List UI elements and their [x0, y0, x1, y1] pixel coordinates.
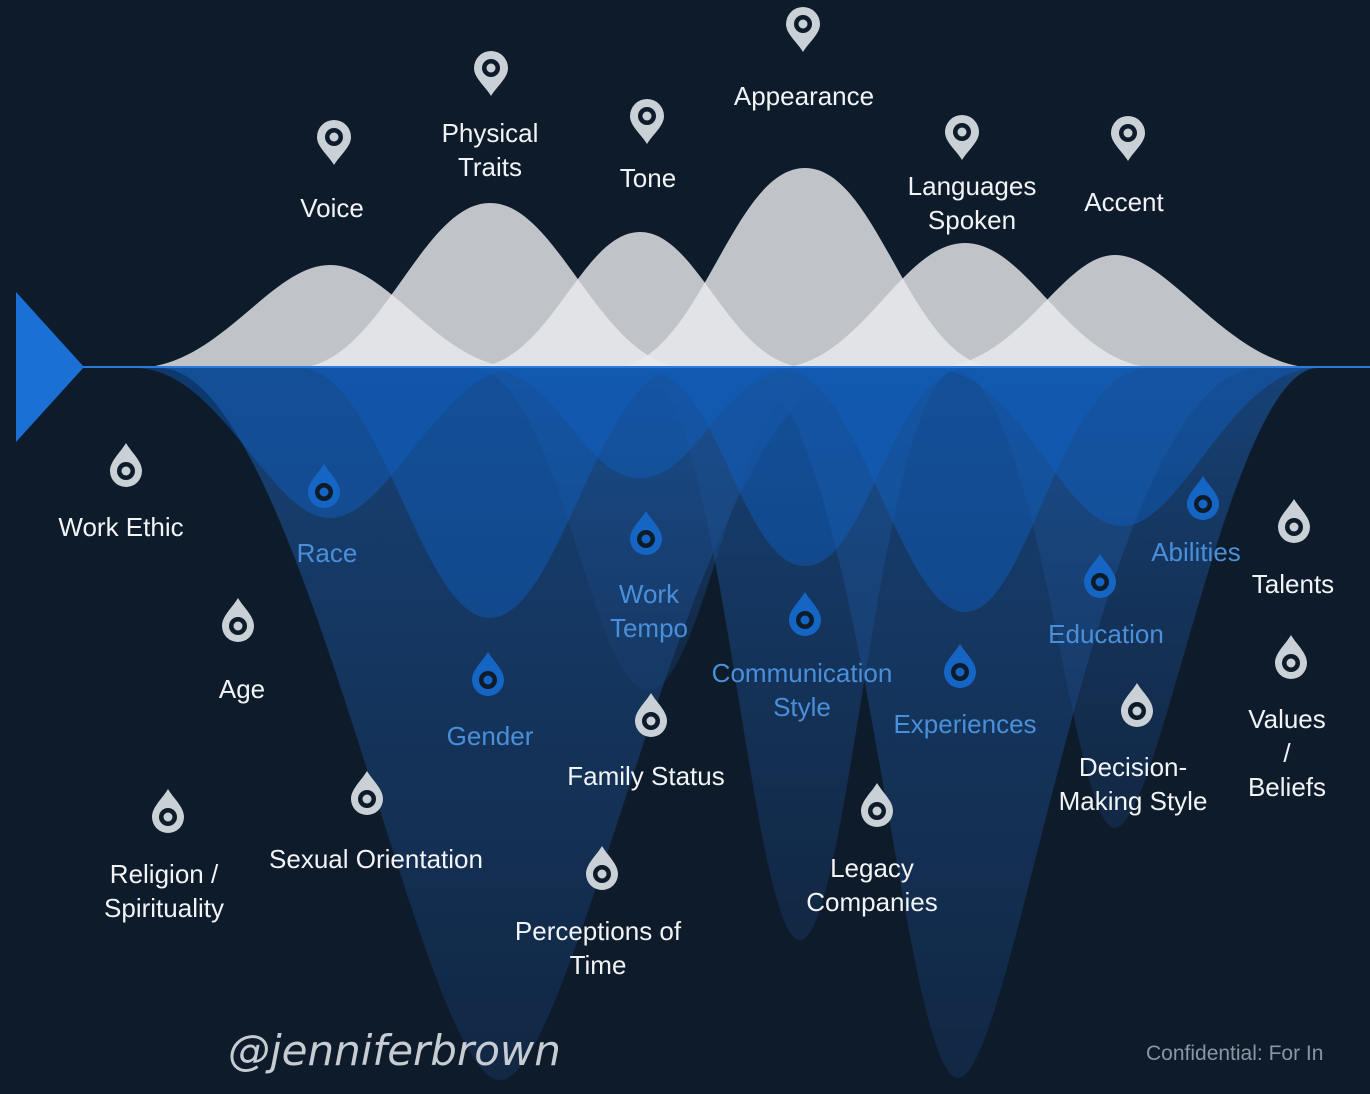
sexual-orientation-label: Sexual Orientation [269, 844, 483, 874]
race-drop-icon [308, 464, 340, 508]
languages-spoken-label: Languages Spoken [907, 171, 1037, 235]
experiences-label: Experiences [893, 709, 1037, 739]
confidential-footer: Confidential: For In [1146, 1042, 1324, 1065]
education-drop-icon [1084, 554, 1116, 598]
religion-label: Religion / Spirituality [104, 859, 224, 923]
perceptions-of-time-label: Perceptions of Time [514, 916, 682, 980]
experiences-drop-icon [944, 644, 976, 688]
trough-2 [300, 368, 680, 618]
work-ethic-label: Work Ethic [58, 512, 184, 542]
languages-spoken-pin-icon [945, 115, 979, 160]
trough-6 [930, 368, 1318, 526]
trough-1 [135, 368, 520, 518]
physical-traits-label: Physical Traits [441, 118, 539, 182]
voice-label: Voice [300, 193, 364, 223]
physical-traits-pin-icon [474, 51, 508, 96]
legacy-companies-label: Legacy Companies [806, 853, 938, 917]
voice-pin-icon [317, 120, 351, 165]
tone-label: Tone [619, 163, 677, 193]
age-label: Age [218, 674, 266, 704]
perceptions-of-time-drop-icon [586, 846, 618, 890]
family-status-drop-icon [635, 693, 667, 737]
age-drop-icon [222, 598, 254, 642]
values-beliefs-label: Values / Beliefs [1247, 704, 1327, 802]
legacy-companies-drop-icon [861, 783, 893, 827]
trough-3 [480, 368, 800, 478]
abilities-label: Abilities [1151, 537, 1241, 567]
gender-drop-icon [472, 652, 504, 696]
peak-6 [930, 255, 1318, 368]
talents-drop-icon [1278, 499, 1310, 543]
religion-drop-icon [152, 789, 184, 833]
accent-label: Accent [1084, 187, 1164, 217]
talents-label: Talents [1251, 569, 1335, 599]
water-troughs [135, 368, 1318, 618]
trough-4 [640, 368, 970, 566]
sexual-orientation-drop-icon [351, 771, 383, 815]
gender-label: Gender [446, 721, 534, 751]
work-tempo-label: Work Tempo [609, 579, 689, 643]
work-ethic-drop-icon [110, 443, 142, 487]
values-beliefs-drop-icon [1275, 635, 1307, 679]
decision-making-style-label: Decision- Making Style [1058, 752, 1208, 816]
accent-pin-icon [1111, 116, 1145, 161]
trough-5 [780, 368, 1150, 612]
author-handle: @jenniferbrown [228, 1026, 561, 1075]
trough-deep-5 [950, 368, 1318, 828]
abilities-drop-icon [1187, 476, 1219, 520]
decision-making-style-drop-icon [1121, 683, 1153, 727]
communication-style-label: Communication Style [711, 658, 893, 722]
waterline-marker [16, 292, 84, 442]
trough-deep-4 [740, 368, 1260, 1078]
peaks [135, 168, 1318, 368]
family-status-label: Family Status [567, 761, 725, 791]
appearance-label: Appearance [733, 81, 875, 111]
education-label: Education [1048, 619, 1164, 649]
communication-style-drop-icon [789, 592, 821, 636]
tone-pin-icon [630, 99, 664, 144]
appearance-pin-icon [786, 7, 820, 52]
work-tempo-drop-icon [630, 511, 662, 555]
race-label: Race [296, 538, 358, 568]
